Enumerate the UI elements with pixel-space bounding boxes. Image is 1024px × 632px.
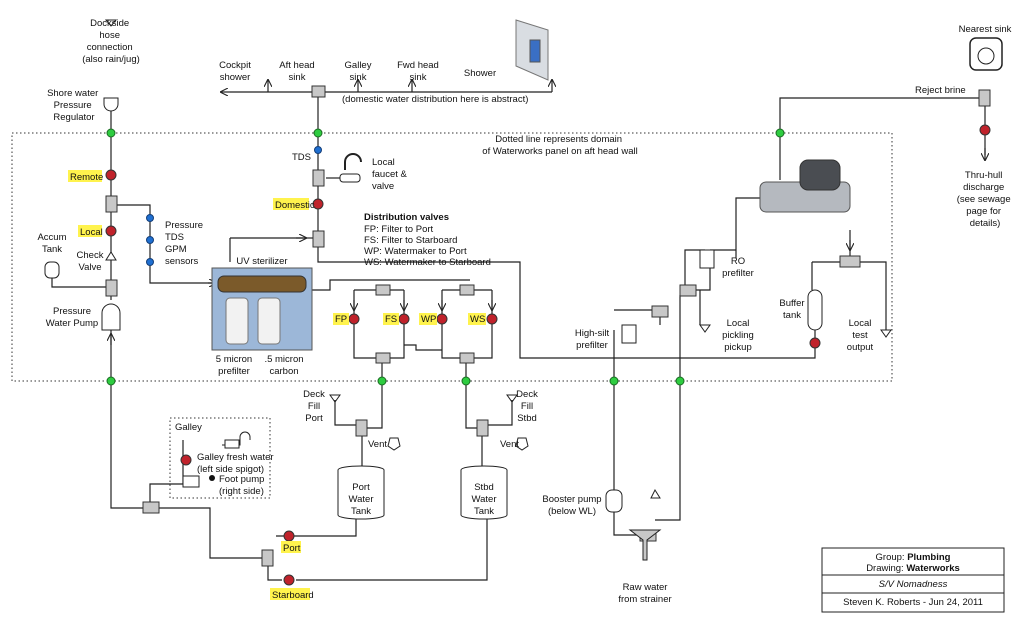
tb-author: Steven K. Roberts - Jun 24, 2011 (843, 597, 983, 608)
sensors-label: Pressure TDS GPM sensors (165, 220, 206, 267)
title-block: Group: Plumbing Drawing: Waterworks S/V … (821, 547, 1005, 613)
dockside-label: Dockside hose connection (also rain/jug) (82, 18, 140, 65)
tb-vessel: S/V Nomadness (879, 579, 948, 590)
galley-label: Galley (175, 422, 202, 433)
panel-boundary (11, 132, 893, 382)
dist-lines: FP: Filter to Port FS: Filter to Starboa… (364, 224, 491, 268)
local-faucet-label: Local faucet & valve (372, 157, 410, 192)
tds-label: TDS (292, 152, 311, 163)
booster-label: Booster pump(below WL) (542, 494, 601, 517)
fs-label: FS (385, 314, 397, 325)
ws-label: WS (470, 314, 485, 325)
galley-boundary (169, 417, 271, 499)
remote-label: Remote (70, 172, 103, 183)
equipment (44, 19, 1003, 561)
labels: Dockside hose connection (also rain/jug)… (37, 18, 1014, 605)
domestic-note: (domestic water distribution here is abs… (342, 94, 528, 105)
dotted-note: Dotted line represents domain of Waterwo… (482, 134, 637, 157)
foot-pump-label: Foot pump(right side) (219, 474, 264, 497)
fittings (105, 85, 991, 567)
shore-regulator-label: Shore water Pressure Regulator (47, 88, 101, 123)
fp-label: FP (335, 314, 347, 325)
junctions (106, 128, 785, 386)
domestic-label: Domestic (275, 200, 315, 211)
starboard-label: Starboard (272, 590, 314, 601)
reject-brine-label: Reject brine (915, 85, 966, 96)
galley-fresh-label: Galley fresh water(left side spigot) (197, 452, 274, 475)
wp-label: WP (421, 314, 436, 325)
sensors (146, 146, 322, 266)
tb-drawing: Drawing: Waterworks (866, 563, 960, 574)
uv-sterilizer-label: UV sterilizer (236, 256, 287, 267)
port-label: Port (283, 543, 301, 554)
shower-label: Shower (464, 68, 496, 79)
valves (105, 124, 991, 586)
vent-port-label: Vent (368, 439, 387, 450)
vent-stbd-label: Vent (500, 439, 519, 450)
highlights (68, 170, 486, 600)
local-label: Local (80, 227, 103, 238)
tb-group: Group: Plumbing (876, 552, 951, 563)
dist-title: Distribution valves (364, 212, 449, 223)
nearest-sink-label: Nearest sink (959, 24, 1012, 35)
pipes (51, 91, 986, 581)
thru-hull-label: Thru-hull discharge (see sewage page for… (957, 170, 1014, 229)
